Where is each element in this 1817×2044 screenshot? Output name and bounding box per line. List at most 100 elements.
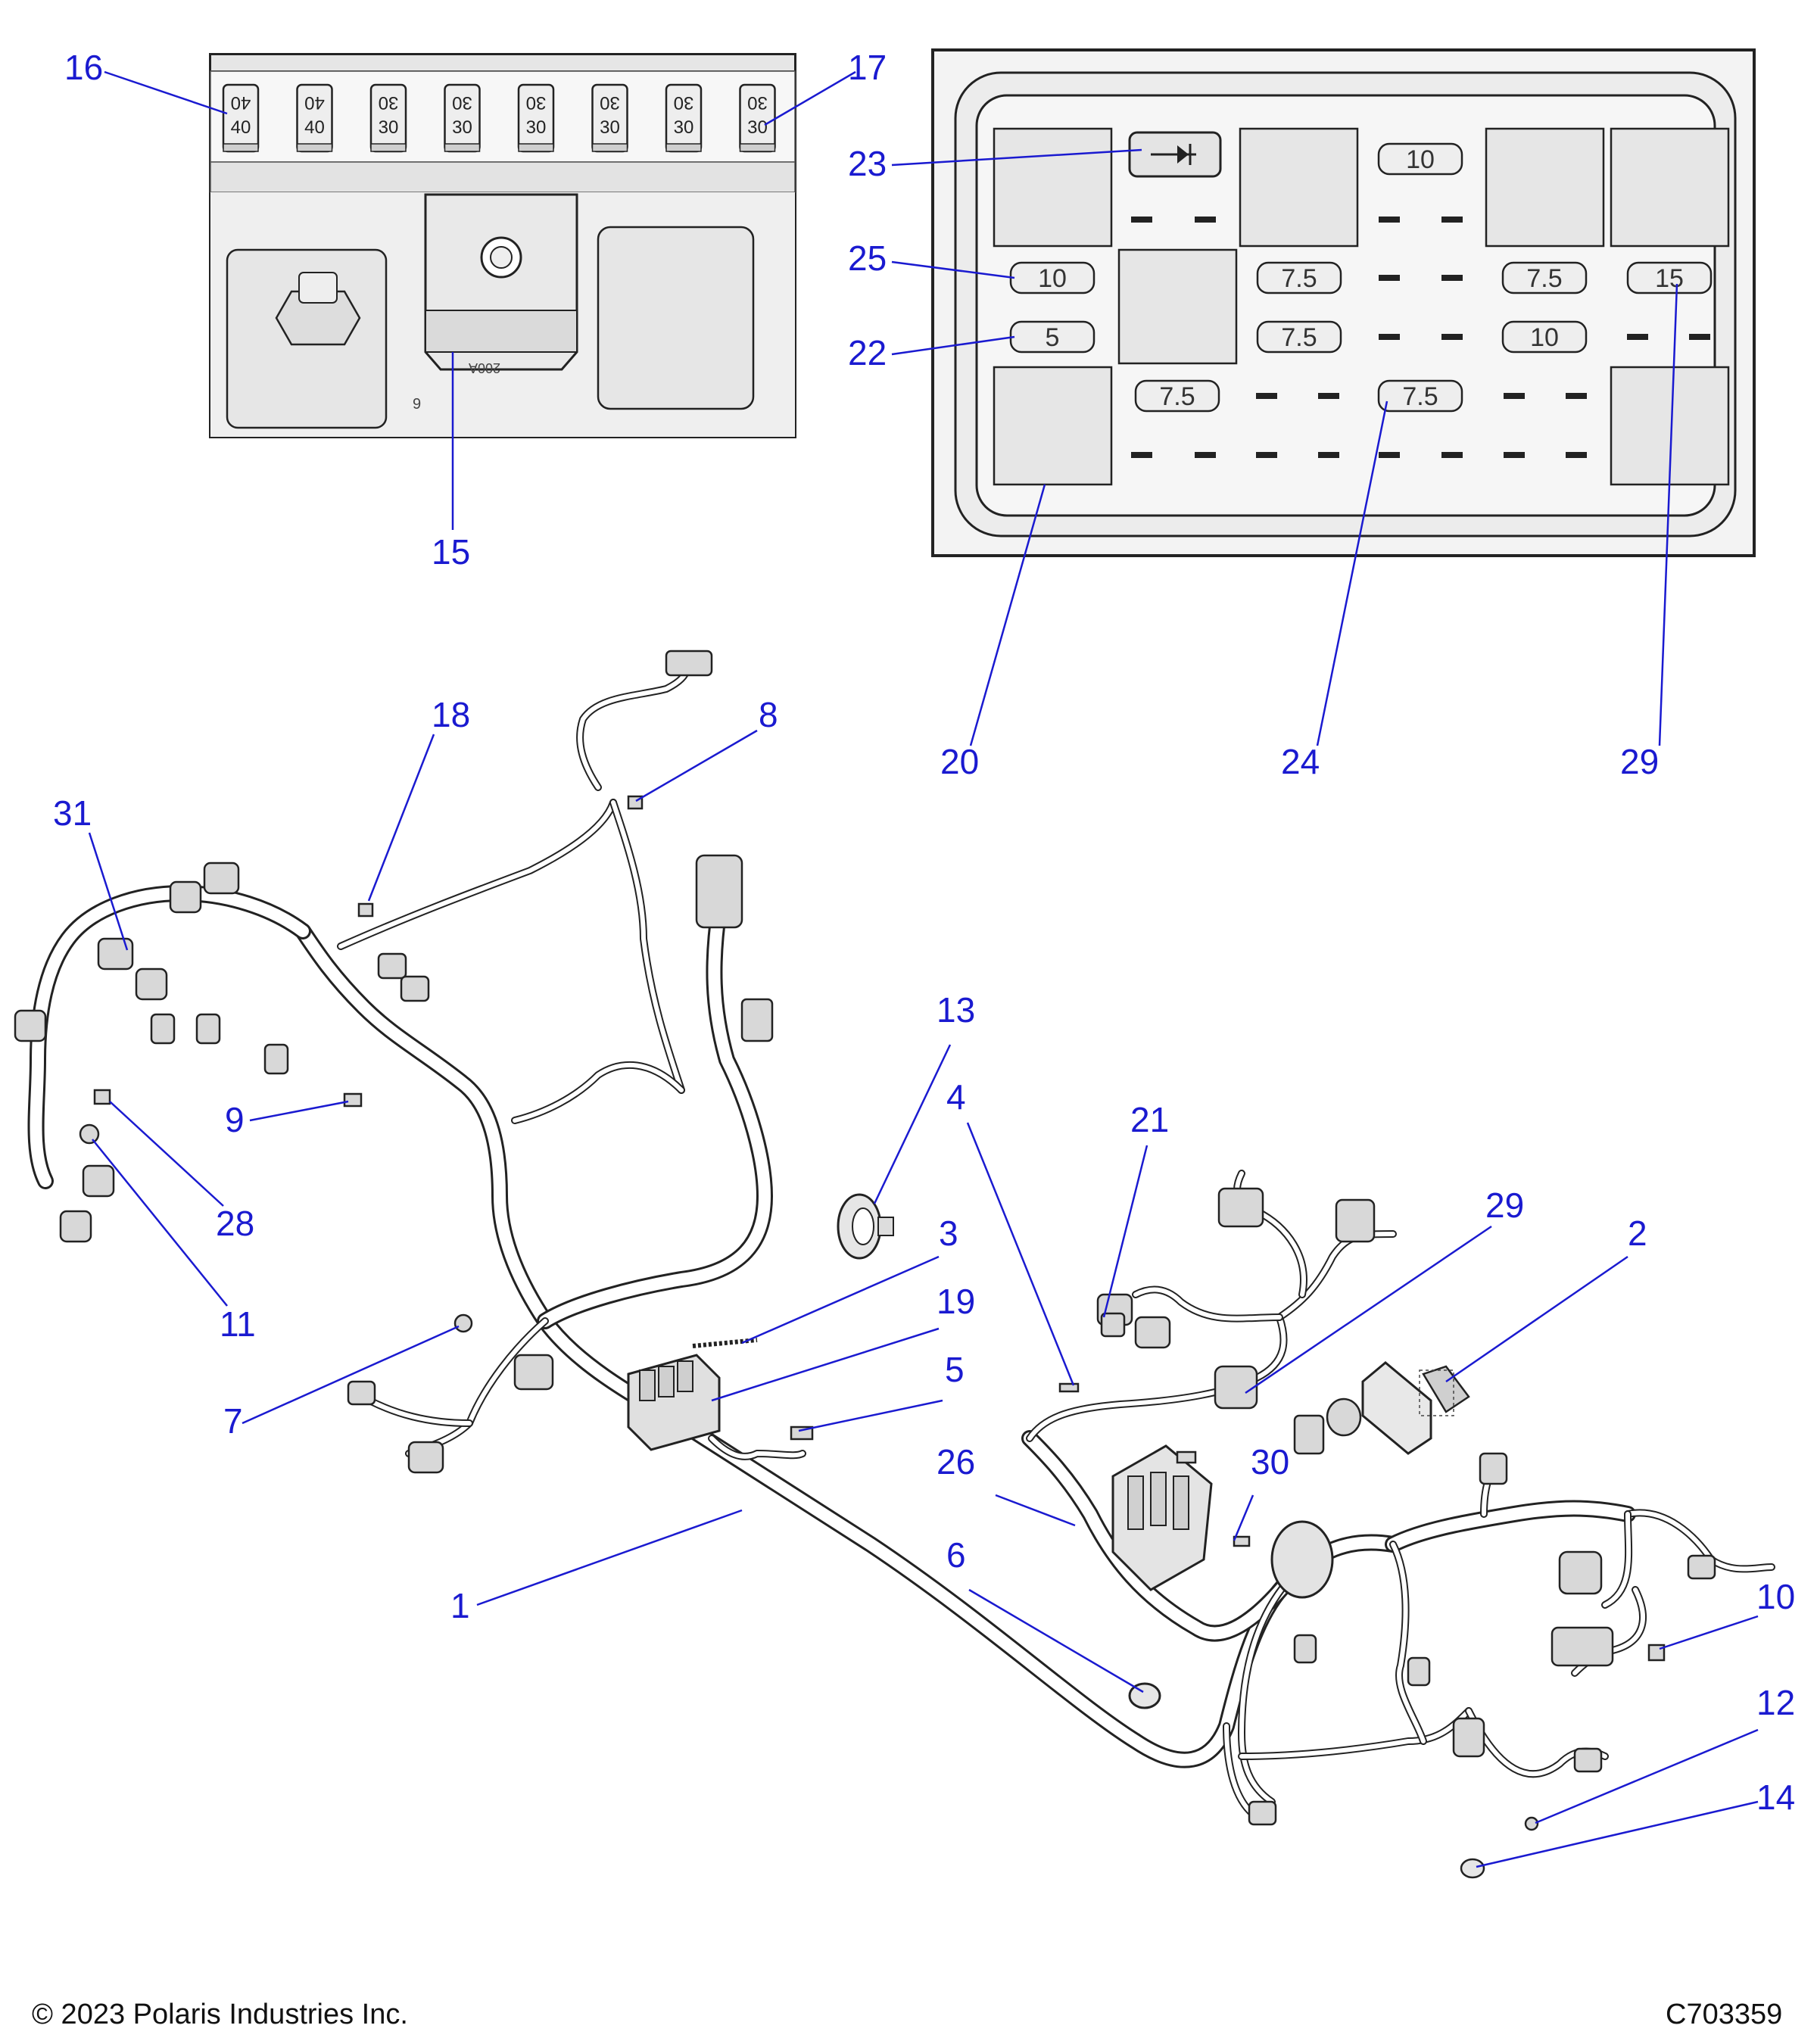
fuse-rating-top: 30 bbox=[747, 92, 768, 113]
connector bbox=[1407, 1656, 1431, 1687]
mini-fuse-rating: 10 bbox=[1406, 145, 1435, 174]
callout-26: 26 bbox=[937, 1442, 975, 1482]
slot-dash bbox=[1689, 334, 1710, 340]
connector bbox=[1452, 1717, 1485, 1758]
mini-fuse: 7.5 bbox=[1501, 261, 1588, 294]
slot-dash bbox=[1627, 334, 1648, 340]
grommet bbox=[837, 1193, 894, 1260]
slot-dash bbox=[1195, 452, 1216, 458]
fuse-rating-top: 30 bbox=[674, 92, 694, 113]
clip bbox=[453, 1313, 473, 1333]
slot-dash bbox=[1131, 452, 1152, 458]
callout-23: 23 bbox=[848, 144, 887, 183]
callout-1: 1 bbox=[450, 1586, 470, 1625]
callout-4: 4 bbox=[946, 1077, 966, 1117]
module bbox=[1361, 1361, 1470, 1455]
clip bbox=[1524, 1816, 1539, 1831]
slot-dash bbox=[1441, 334, 1463, 340]
slot-dash bbox=[1504, 452, 1525, 458]
connector bbox=[1335, 1198, 1376, 1243]
callout-29-box: 29 bbox=[1620, 742, 1659, 781]
mini-fuse-rating: 7.5 bbox=[1281, 264, 1317, 293]
mini-fuse: 15 bbox=[1626, 261, 1713, 294]
mini-fuse-rating: 5 bbox=[1046, 323, 1060, 352]
slot-dash bbox=[1504, 393, 1525, 399]
empty-fuse-slots bbox=[1131, 217, 1710, 458]
connector bbox=[59, 1210, 92, 1243]
callout-18: 18 bbox=[432, 695, 470, 734]
slot-dash bbox=[1195, 217, 1216, 223]
callout-13: 13 bbox=[937, 990, 975, 1030]
fuse-rating-top: 40 bbox=[304, 92, 325, 113]
mini-fuse-rating: 15 bbox=[1655, 264, 1684, 293]
slot-dash bbox=[1441, 452, 1463, 458]
fuse-rating-top: 30 bbox=[526, 92, 547, 113]
connector bbox=[1687, 1554, 1716, 1580]
callout-28: 28 bbox=[216, 1204, 254, 1243]
strip-mark: 9 bbox=[413, 396, 421, 413]
connector bbox=[665, 650, 713, 677]
fuse-rating-top: 30 bbox=[600, 92, 620, 113]
connector bbox=[97, 937, 134, 971]
harness-grommet bbox=[1270, 1520, 1334, 1599]
connector bbox=[195, 1013, 221, 1045]
clip bbox=[1233, 1535, 1251, 1547]
clip bbox=[1058, 1382, 1080, 1393]
fuse-rating: 40 bbox=[231, 117, 251, 138]
relay bbox=[1610, 127, 1730, 248]
connector bbox=[1248, 1800, 1277, 1826]
connector bbox=[347, 1380, 376, 1406]
callout-19: 19 bbox=[937, 1282, 975, 1321]
slot-dash bbox=[1379, 452, 1400, 458]
callout-2: 2 bbox=[1628, 1214, 1647, 1253]
mini-fuse: 7.5 bbox=[1377, 379, 1463, 413]
relay bbox=[993, 127, 1113, 248]
clip bbox=[1128, 1682, 1161, 1709]
callout-7: 7 bbox=[223, 1401, 243, 1441]
fuse-rating: 30 bbox=[600, 117, 620, 138]
clip bbox=[1100, 1312, 1126, 1338]
mini-fuse-rating: 7.5 bbox=[1402, 382, 1438, 411]
connector bbox=[169, 880, 202, 914]
slot-dash bbox=[1441, 275, 1463, 281]
slot-dash bbox=[1256, 452, 1277, 458]
clip bbox=[357, 902, 374, 918]
connector bbox=[1551, 1626, 1614, 1667]
fuse-rating: 30 bbox=[526, 117, 547, 138]
fuse-rating: 30 bbox=[452, 117, 472, 138]
connector bbox=[400, 975, 430, 1002]
copyright-text: © 2023 Polaris Industries Inc. bbox=[32, 1999, 408, 2030]
connector bbox=[1214, 1365, 1258, 1410]
callout-12: 12 bbox=[1756, 1683, 1795, 1722]
connector bbox=[82, 1164, 115, 1198]
connector bbox=[135, 967, 168, 1001]
mini-fuse: 10 bbox=[1377, 142, 1463, 176]
callout-labels: 16 17 15 23 25 22 20 24 29 18 8 31 9 28 … bbox=[53, 48, 1795, 1817]
callout-8: 8 bbox=[759, 695, 778, 734]
callout-22: 22 bbox=[848, 333, 887, 372]
connector bbox=[695, 854, 743, 929]
callout-21: 21 bbox=[1130, 1100, 1169, 1139]
callout-3: 3 bbox=[939, 1214, 958, 1253]
rear-harness bbox=[1021, 1170, 1775, 1879]
callout-6: 6 bbox=[946, 1535, 966, 1575]
slot-dash bbox=[1131, 217, 1152, 223]
mini-fuse-rating: 10 bbox=[1530, 323, 1559, 352]
mini-fuse-rating: 7.5 bbox=[1159, 382, 1195, 411]
connector bbox=[1217, 1187, 1264, 1228]
connector bbox=[1479, 1452, 1508, 1485]
fuse-rating: 30 bbox=[379, 117, 399, 138]
connector bbox=[740, 998, 774, 1042]
callout-29-harness: 29 bbox=[1485, 1186, 1524, 1225]
mini-fuse-rating: 10 bbox=[1038, 264, 1067, 293]
slot-dash bbox=[1379, 334, 1400, 340]
mini-fuse: 5 bbox=[1009, 320, 1095, 354]
